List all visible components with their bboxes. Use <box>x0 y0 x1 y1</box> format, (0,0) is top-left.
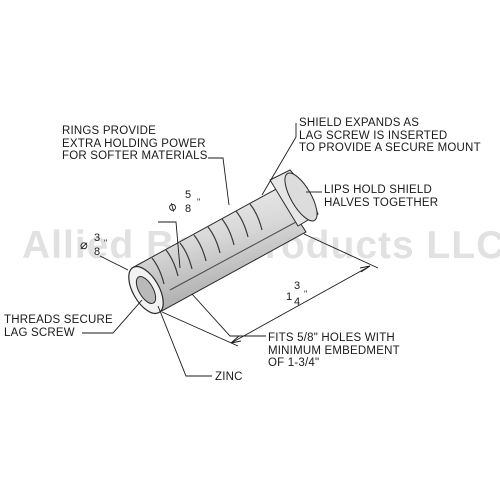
lips-callout-line-1: LIPS HOLD SHIELD <box>324 184 433 196</box>
shield-callout-line-2: LAG SCREW IS INSERTED <box>299 129 448 142</box>
inner-diameter-symbol: ⌀ <box>80 237 88 252</box>
fits-callout-line-2: MINIMUM EMBEDMENT <box>268 344 400 357</box>
rings-callout: RINGS PROVIDE EXTRA HOLDING POWER FOR SO… <box>62 125 208 163</box>
zinc-label: ZINC <box>215 371 243 383</box>
outer-diameter-denominator: 8 <box>185 203 192 215</box>
shield-callout-line-1: SHIELD EXPANDS AS <box>299 117 420 129</box>
threads-callout-line-1: THREADS SECURE <box>4 314 113 326</box>
length-unit: " <box>304 289 308 299</box>
inner-diameter-denominator: 8 <box>94 246 101 258</box>
outer-diameter-unit: " <box>197 197 201 207</box>
lag-shield-body <box>128 169 319 315</box>
rings-callout-line-3: FOR SOFTER MATERIALS <box>62 150 208 162</box>
outer-diameter-numerator: 5 <box>185 189 192 201</box>
inner-diameter-numerator: 3 <box>94 232 101 244</box>
fits-callout-line-3: OF 1-3/4" <box>268 357 320 369</box>
threads-callout-line-2: LAG SCREW <box>4 326 75 339</box>
rings-callout-line-2: EXTRA HOLDING POWER <box>62 137 206 150</box>
inner-diameter-unit: " <box>104 238 108 248</box>
fits-callout: FITS 5/8" HOLES WITH MINIMUM EMBEDMENT O… <box>268 332 400 370</box>
lips-callout-line-2: HALVES TOGETHER <box>324 196 439 209</box>
length-numerator: 3 <box>294 280 301 292</box>
shield-callout: SHIELD EXPANDS AS LAG SCREW IS INSERTED … <box>299 117 481 155</box>
zinc-callout: ZINC <box>215 371 243 384</box>
length-denominator: 4 <box>294 296 301 308</box>
length-dimension <box>161 233 379 347</box>
fits-callout-line-1: FITS 5/8" HOLES WITH <box>268 332 395 344</box>
length-whole: 1 <box>286 291 293 303</box>
leader-lines <box>82 123 322 377</box>
threads-callout: THREADS SECURE LAG SCREW <box>4 314 113 339</box>
shield-callout-line-3: TO PROVIDE A SECURE MOUNT <box>299 142 481 154</box>
rings <box>151 203 263 285</box>
rings-callout-line-1: RINGS PROVIDE <box>62 125 156 137</box>
lips-callout: LIPS HOLD SHIELD HALVES TOGETHER <box>324 184 438 209</box>
